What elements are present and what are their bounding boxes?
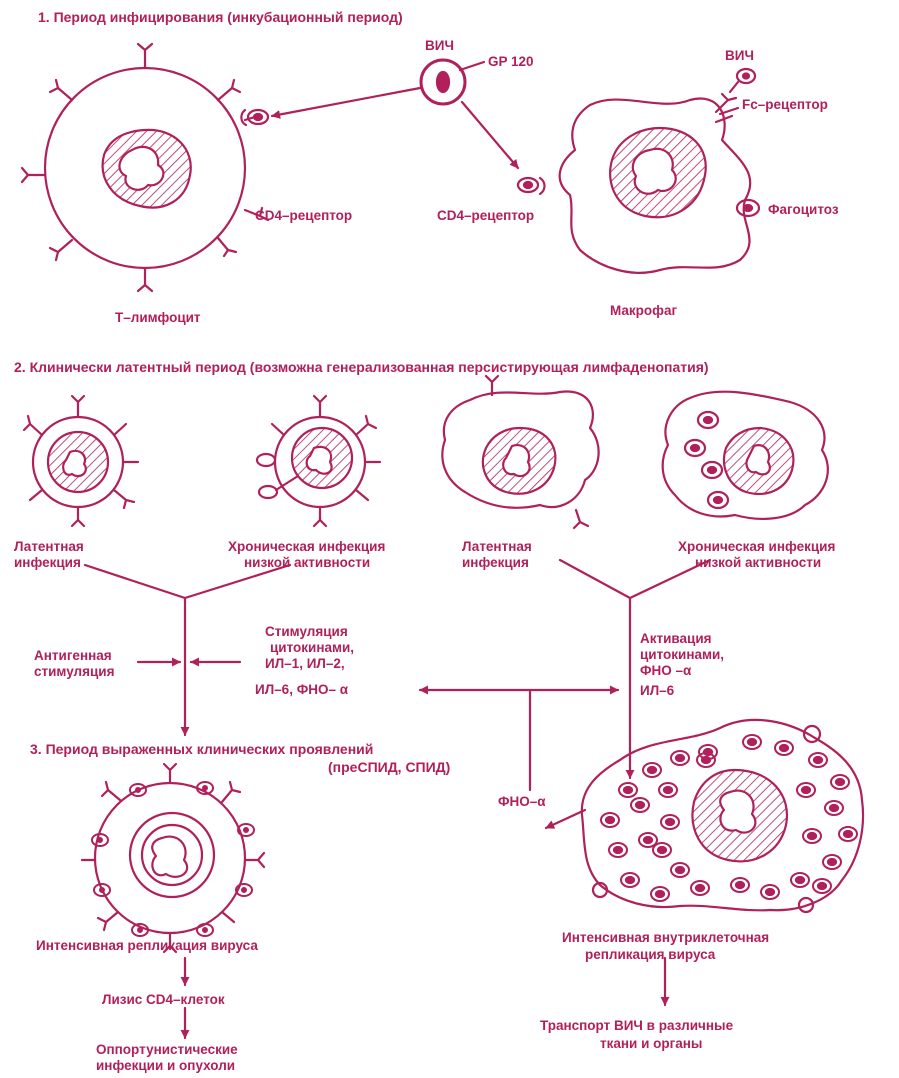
activation-line1: Активация xyxy=(640,631,712,646)
arrow-tnf-out xyxy=(546,810,585,828)
latent-1-line1: Латентная xyxy=(14,539,84,554)
t-lymphocyte-cell xyxy=(22,44,268,291)
section3-heading-line1: 3. Период выраженных клинических проявле… xyxy=(30,741,373,757)
replicating-lymphocyte xyxy=(82,764,264,952)
virion-core xyxy=(702,757,710,763)
virion-core xyxy=(624,787,632,793)
cytokine-stim-line3: ИЛ–1, ИЛ–2, xyxy=(265,656,345,671)
virion-core xyxy=(802,787,810,793)
phagocytosis-label: Фагоцитоз xyxy=(768,202,839,217)
virion-core xyxy=(666,819,674,825)
latent-1-line2: инфекция xyxy=(14,555,81,570)
hiv-virion-bound-t xyxy=(241,110,268,125)
virion-core xyxy=(636,802,644,808)
section1-heading: 1. Период инфицирования (инкубационный п… xyxy=(38,9,403,25)
virion-core xyxy=(836,779,844,785)
arrow-hiv-to-macrophage xyxy=(462,102,518,168)
cd4-lysis-label: Лизис CD4–клеток xyxy=(102,992,225,1007)
transport-line1: Транспорт ВИЧ в различные xyxy=(540,1018,734,1033)
virion-core xyxy=(844,831,852,837)
cd4-receptor-right-label: CD4–рецептор xyxy=(437,208,534,223)
virion-core xyxy=(676,755,684,761)
chronic-2-line2: низкой активности xyxy=(695,555,821,570)
opportunistic-line1: Оппортунистические xyxy=(96,1042,238,1057)
latent-lymphocyte xyxy=(24,396,138,526)
section3-heading-line2: (преСПИД, СПИД) xyxy=(328,759,450,775)
macrophage-label: Макрофаг xyxy=(610,303,677,318)
section2-heading: 2. Клинически латентный период (возможна… xyxy=(14,359,709,375)
virion-core xyxy=(736,882,744,888)
virion-core xyxy=(830,805,838,811)
hiv-virion-bound-macrophage xyxy=(518,178,545,194)
gp120-label: GP 120 xyxy=(488,54,534,69)
hiv-label-right: ВИЧ xyxy=(725,48,754,63)
hiv-virion-center xyxy=(421,60,484,104)
chronic-1-line1: Хроническая инфекция xyxy=(228,539,385,554)
antigen-stim-line2: стимуляция xyxy=(34,664,115,679)
virion-core xyxy=(658,847,666,853)
virion-core xyxy=(808,833,816,839)
virion-core xyxy=(748,739,756,745)
chronic-2-line1: Хроническая инфекция xyxy=(678,539,835,554)
cd4-receptor-left-label: CD4–рецептор xyxy=(255,208,352,223)
virion-core xyxy=(644,837,652,843)
latent-2-line2: инфекция xyxy=(462,555,529,570)
convergence-right xyxy=(560,560,710,598)
virion-core xyxy=(818,883,826,889)
chronic-infected-lymphocyte xyxy=(257,396,380,526)
virion-core xyxy=(696,885,704,891)
chronic-infected-macrophage xyxy=(663,392,828,519)
transport-line2: ткани и органы xyxy=(600,1036,702,1051)
fc-receptor-label: Fc–рецептор xyxy=(742,97,828,112)
macrophage-cell xyxy=(560,94,759,273)
hiv-virion-fc xyxy=(730,69,755,92)
virion-core xyxy=(614,847,622,853)
activation-line3: ФНО –α xyxy=(640,663,692,678)
latent-macrophage xyxy=(442,376,598,528)
activation-line2: цитокинами, xyxy=(640,647,724,662)
chronic-1-line2: низкой активности xyxy=(244,555,370,570)
virion-core xyxy=(626,877,634,883)
cytokine-stim-line4: ИЛ–6, ФНО– α xyxy=(255,682,349,697)
latent-2-line1: Латентная xyxy=(462,539,532,554)
intensive-replication-label: Интенсивная репликация вируса xyxy=(36,938,258,953)
intracellular-replication-line1: Интенсивная внутриклеточная xyxy=(562,930,769,945)
t-lymphocyte-label: Т–лимфоцит xyxy=(115,310,201,325)
arrow-hiv-to-tcell xyxy=(272,88,420,116)
virion-core xyxy=(676,867,684,873)
hiv-label-center: ВИЧ xyxy=(425,38,454,53)
virion-core xyxy=(814,757,822,763)
opportunistic-line2: инфекции и опухоли xyxy=(96,1058,235,1073)
intracellular-replication-line2: репликация вируса xyxy=(585,947,716,962)
cytokine-stim-line2: цитокинами, xyxy=(270,640,354,655)
activation-line4: ИЛ–6 xyxy=(640,683,675,698)
virion-core xyxy=(766,889,774,895)
cytokine-stim-line1: Стимуляция xyxy=(265,624,348,639)
virion-core xyxy=(664,787,672,793)
virion-core xyxy=(828,859,836,865)
virion-core xyxy=(606,817,614,823)
tnf-label: ФНО–α xyxy=(498,794,546,809)
virion-core xyxy=(648,767,656,773)
virion-core xyxy=(780,745,788,751)
virion-core xyxy=(656,891,664,897)
antigen-stim-line1: Антигенная xyxy=(34,648,112,663)
virion-core xyxy=(796,877,804,883)
